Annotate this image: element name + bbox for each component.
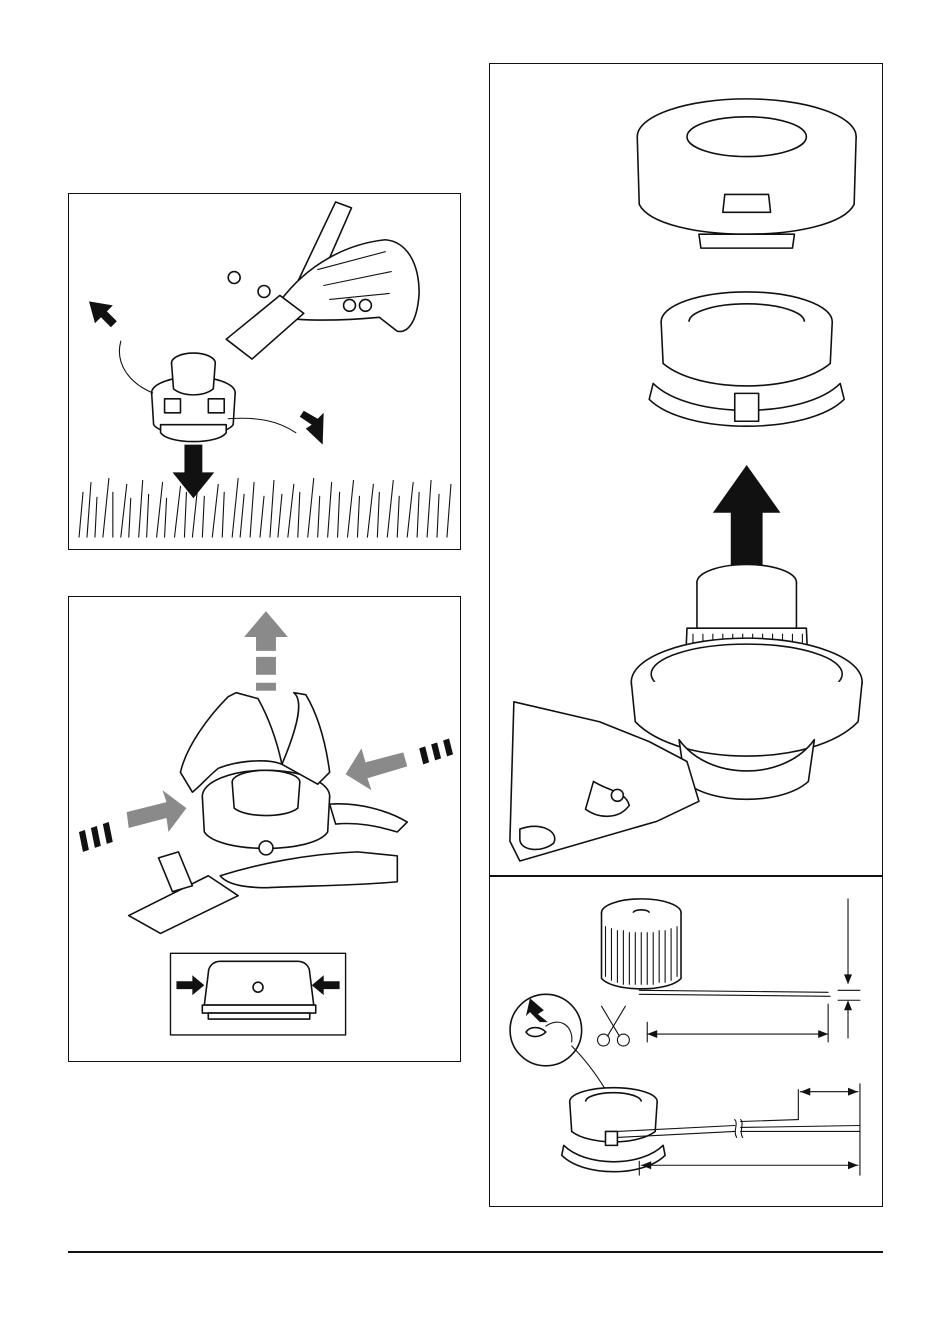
figure-line-winding-panel [489,876,883,1207]
figure-tap-feed-panel [68,193,461,550]
trimmer-head-exploded-view-illustration [490,64,882,875]
trimmer-line-winding-illustration [490,877,882,1206]
figure-remove-cover-panel [68,596,461,1062]
figure-exploded-view-panel [489,63,883,876]
footer-rule [68,1251,883,1253]
trimmer-head-tap-feed-illustration [69,194,460,549]
hands-removing-cover-illustration [69,597,460,1061]
